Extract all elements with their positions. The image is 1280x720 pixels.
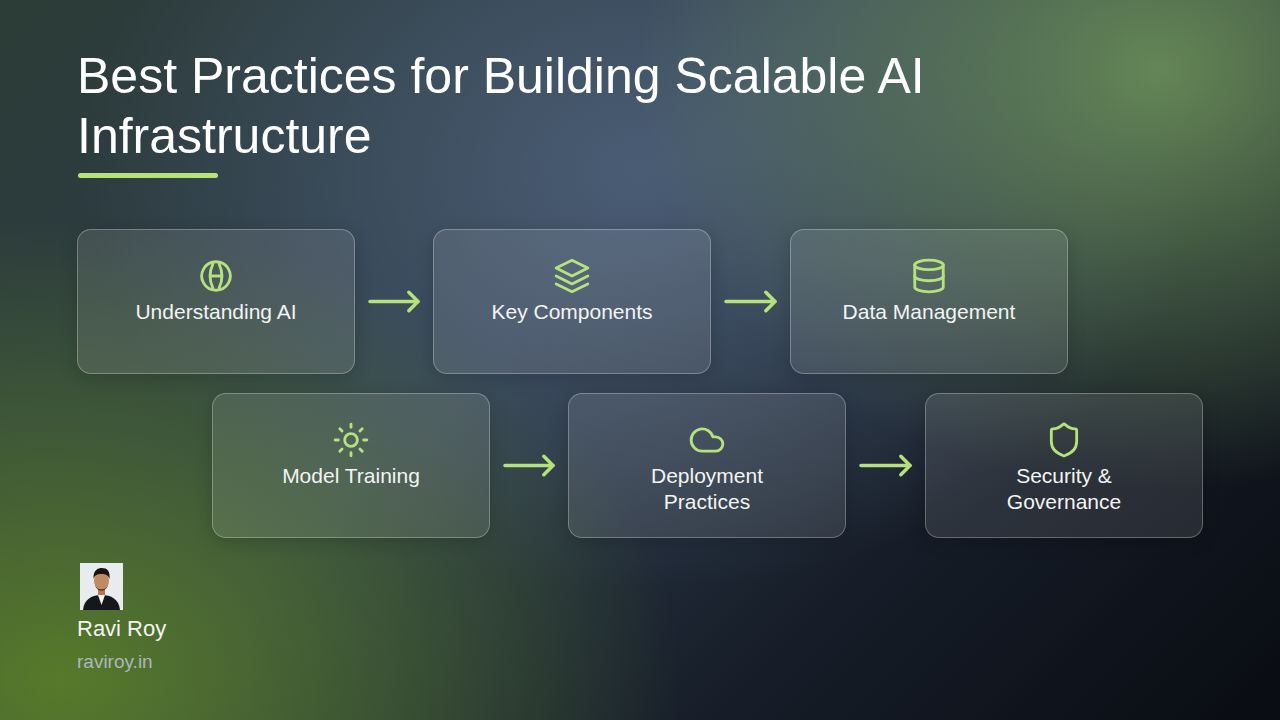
avatar-shirt [98, 595, 105, 605]
author-name: Ravi Roy [77, 616, 166, 642]
box-icon [688, 421, 726, 459]
box-label: Model Training [236, 463, 466, 489]
icon-stroke [556, 260, 588, 276]
avatar-background [80, 563, 123, 610]
icon-stroke [360, 429, 362, 431]
icon-stroke [691, 429, 723, 451]
arrow-head [766, 292, 775, 310]
flow-arrow [861, 456, 910, 474]
icon-stroke [335, 439, 338, 442]
icon-stroke [350, 453, 353, 456]
flow-arrow [370, 292, 418, 310]
icon-stroke [915, 260, 944, 270]
box-text-wrap: Data Management [791, 230, 1067, 325]
box-text-wrap: Deployment Practices [569, 394, 845, 515]
process-box: Model Training [212, 393, 490, 538]
process-box: Deployment Practices [568, 393, 846, 538]
box-label: Understanding AI [101, 299, 331, 325]
flow-arrow [505, 456, 553, 474]
box-label: Deployment Practices [632, 463, 782, 515]
icon-stroke [345, 434, 358, 447]
arrow-shaft [861, 464, 910, 468]
box-icon [910, 257, 948, 295]
avatar-beard [95, 585, 108, 591]
icon-stroke [915, 276, 944, 281]
icon-stroke [556, 284, 588, 292]
process-box: Data Management [790, 229, 1068, 374]
arrow-shaft [505, 464, 553, 468]
box-label: Security & Governance [984, 463, 1144, 515]
box-icon [1045, 421, 1083, 459]
icon-stroke [202, 262, 231, 291]
icon-stroke [350, 424, 353, 427]
arrow-head [409, 292, 418, 310]
box-label: Data Management [814, 299, 1044, 325]
avatar-hair [93, 568, 109, 579]
box-icon [553, 257, 591, 295]
icon-stroke [211, 275, 221, 278]
arrow-head [544, 456, 553, 474]
arrow-shaft [370, 300, 418, 304]
icon-stroke [364, 439, 367, 442]
box-icon [332, 421, 370, 459]
box-icon [197, 257, 235, 295]
box-label: Key Components [457, 299, 687, 325]
flow-arrow [726, 292, 775, 310]
icon-stroke [556, 276, 588, 284]
process-box: Key Components [433, 229, 711, 374]
icon-stroke [915, 265, 944, 292]
process-box: Understanding AI [77, 229, 355, 374]
icon-stroke [340, 429, 342, 431]
title-underline [78, 173, 218, 178]
author-site: raviroy.in [77, 651, 153, 673]
process-box: Security & Governance [925, 393, 1203, 538]
author-avatar [80, 563, 123, 610]
icon-stroke [360, 449, 362, 451]
icon-stroke [340, 449, 342, 451]
avatar-suit [83, 595, 120, 610]
diagram-title: Best Practices for Building Scalable AI … [77, 46, 1007, 166]
arrow-head [901, 456, 910, 474]
icon-stroke [1051, 424, 1076, 456]
box-text-wrap: Model Training [213, 394, 489, 489]
arrow-shaft [726, 300, 775, 304]
box-text-wrap: Understanding AI [78, 230, 354, 325]
box-text-wrap: Key Components [434, 230, 710, 325]
